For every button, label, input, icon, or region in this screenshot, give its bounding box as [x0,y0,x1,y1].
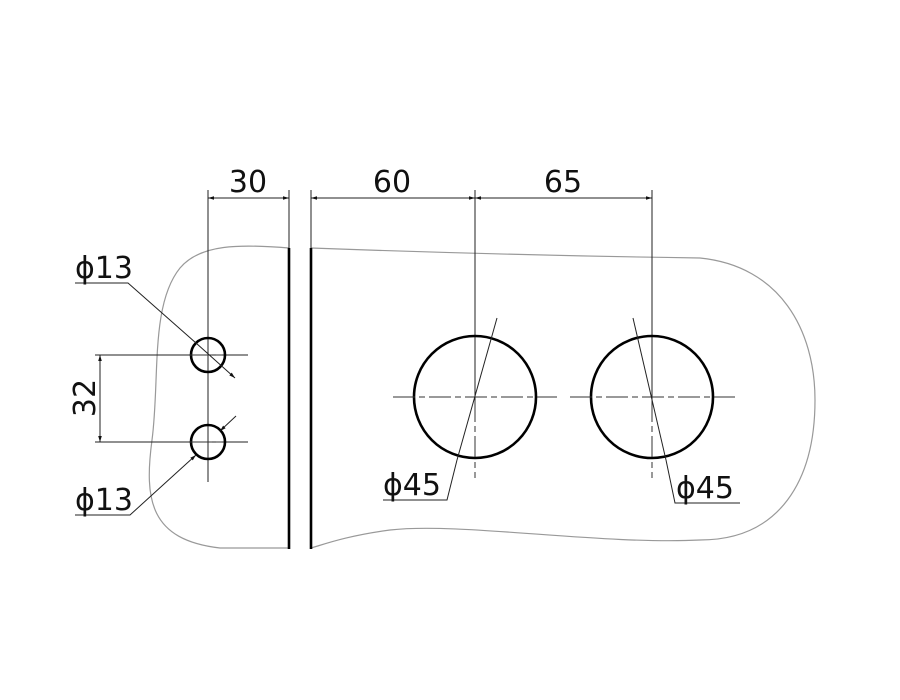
dimension-label-30: 30 [229,165,267,200]
leader-small-bottom-tail [219,415,237,432]
dimension-label-65: 65 [544,165,582,200]
leader-large-left [383,459,458,501]
leader-small-top-tail [195,342,236,379]
hole-label-small-bottom: ϕ13 [75,483,133,518]
dimension-label-60: 60 [373,165,411,200]
part-outline-left [148,245,290,549]
leader-large-left-tail [456,317,498,461]
hole-label-large-left: ϕ45 [383,468,441,503]
part-outline-right [310,247,816,549]
dimension-label-32: 32 [68,379,103,417]
hole-label-small-top: ϕ13 [75,251,133,286]
leader-large-right [665,459,740,504]
leader-small-bottom [75,454,197,516]
leader-large-right-tail [632,317,667,461]
leader-small-top [75,282,197,344]
hole-label-large-right: ϕ45 [676,471,734,506]
